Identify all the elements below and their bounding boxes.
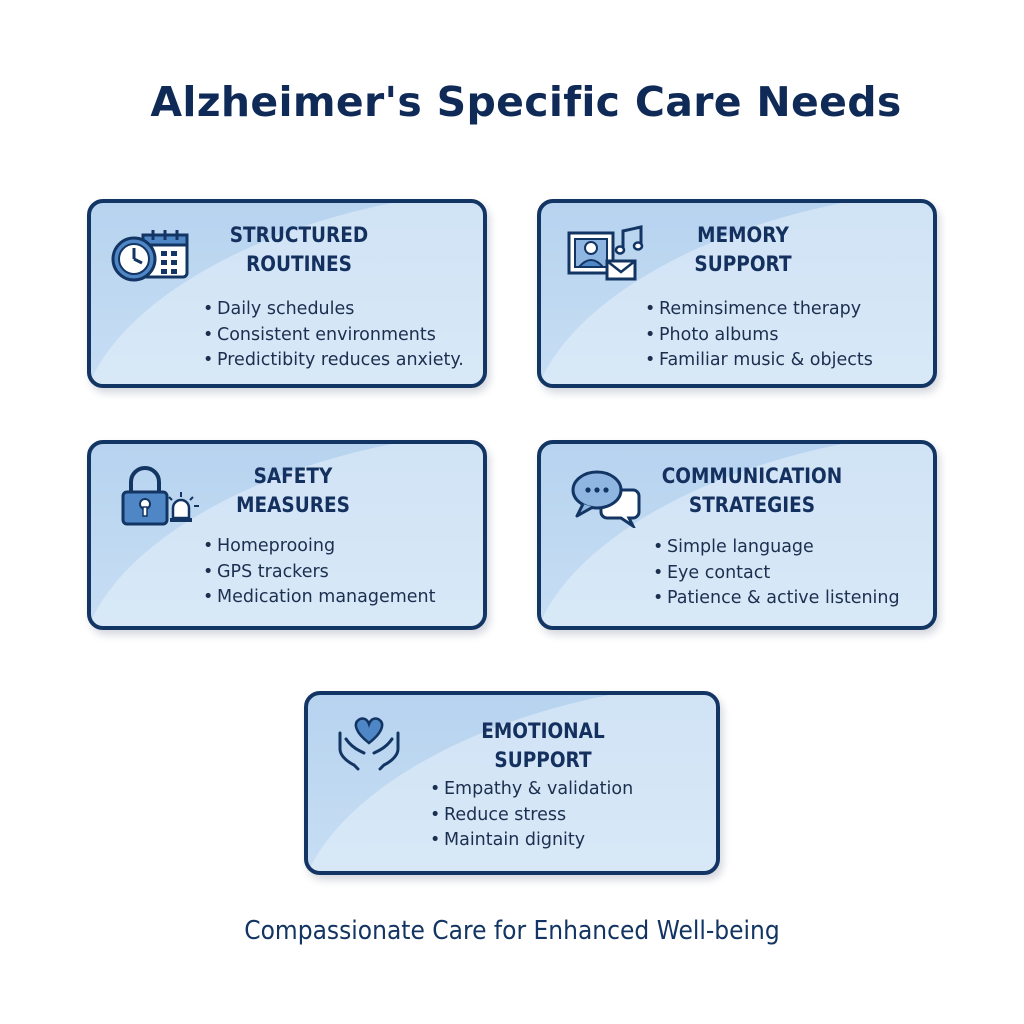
speech-bubbles-icon (571, 468, 643, 528)
card-title: SAFETY MEASURES (214, 462, 372, 520)
list-item: Patience & active listening (653, 586, 900, 612)
card-emotional-support: EMOTIONAL SUPPORT Empathy & validation R… (304, 691, 720, 875)
card-title: COMMUNICATION STRATEGIES (653, 462, 852, 520)
list-item: Homeprooing (203, 534, 436, 560)
list-item: Medication management (203, 585, 436, 611)
card-structured-routines: STRUCTURED ROUTINES Daily schedules Cons… (87, 199, 487, 388)
card-bullet-list: Reminsimence therapy Photo albums Famili… (645, 297, 873, 374)
card-title-line: STRATEGIES (688, 493, 816, 517)
card-communication-strategies: COMMUNICATION STRATEGIES Simple language… (537, 440, 937, 630)
list-item: Reduce stress (430, 803, 633, 829)
card-title-line: STRUCTURED (229, 223, 369, 247)
card-title: STRUCTURED ROUTINES (220, 221, 378, 279)
clock-calendar-icon (111, 229, 191, 285)
photo-music-envelope-icon (567, 225, 647, 285)
list-item: Maintain dignity (430, 828, 633, 854)
list-item: Familiar music & objects (645, 348, 873, 374)
list-item: GPS trackers (203, 560, 436, 586)
card-title-line: COMMUNICATION (661, 464, 843, 488)
list-item: Consistent environments (203, 323, 464, 349)
card-safety-measures: SAFETY MEASURES Homeprooing GPS trackers… (87, 440, 487, 630)
card-bullet-list: Simple language Eye contact Patience & a… (653, 535, 900, 612)
card-title-line: MEMORY (697, 223, 789, 247)
list-item: Daily schedules (203, 297, 464, 323)
card-title-line: EMOTIONAL SUPPORT (481, 719, 605, 772)
list-item: Eye contact (653, 561, 900, 587)
card-title: EMOTIONAL SUPPORT (431, 717, 655, 775)
card-title: MEMORY SUPPORT (664, 221, 822, 279)
card-memory-support: MEMORY SUPPORT Reminsimence therapy Phot… (537, 199, 937, 388)
card-title-line: MEASURES (236, 493, 350, 517)
list-item: Photo albums (645, 323, 873, 349)
footer-tagline: Compassionate Care for Enhanced Well-bei… (244, 916, 780, 946)
page-title: Alzheimer's Specific Care Needs (150, 78, 902, 126)
card-title-line: SUPPORT (694, 252, 792, 276)
list-item: Predictibity reduces anxiety. (203, 348, 464, 374)
padlock-alarm-icon (121, 466, 201, 528)
card-bullet-list: Daily schedules Consistent environments … (203, 297, 464, 374)
card-bullet-list: Homeprooing GPS trackers Medication mana… (203, 534, 436, 611)
heart-hands-icon (336, 713, 402, 773)
list-item: Reminsimence therapy (645, 297, 873, 323)
card-bullet-list: Empathy & validation Reduce stress Maint… (430, 777, 633, 854)
list-item: Empathy & validation (430, 777, 633, 803)
card-title-line: SAFETY (253, 464, 333, 488)
list-item: Simple language (653, 535, 900, 561)
card-title-line: ROUTINES (246, 252, 352, 276)
